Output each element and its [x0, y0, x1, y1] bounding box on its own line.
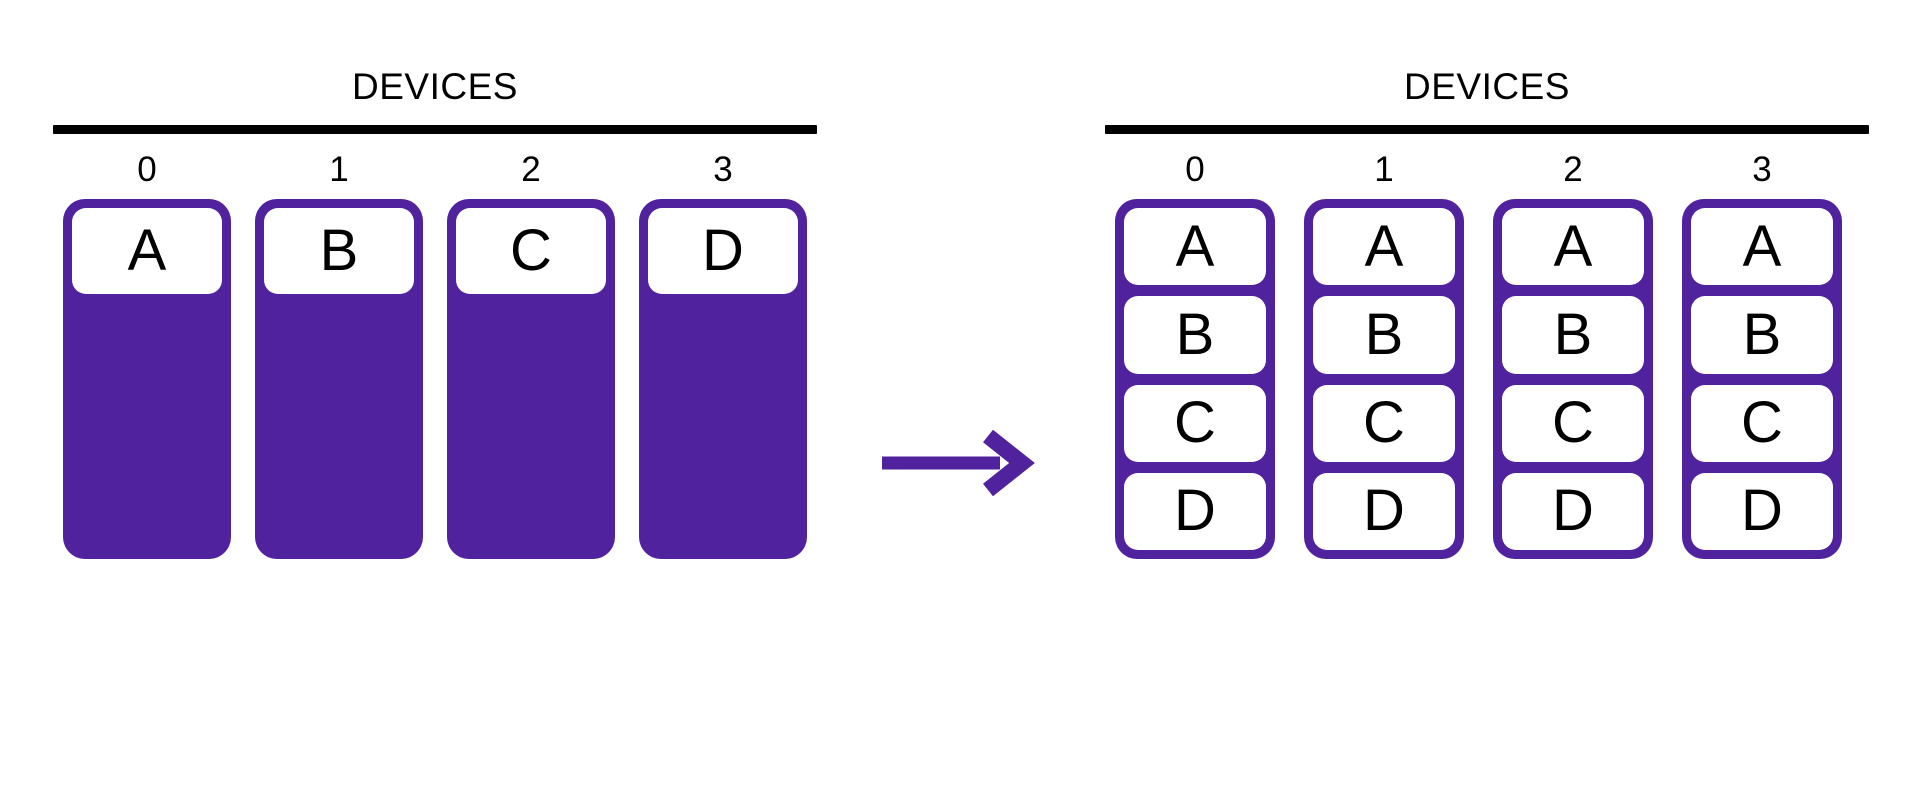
shard-cell[interactable]: B	[1502, 296, 1644, 374]
left-panel-title: DEVICES	[352, 66, 518, 107]
shard-cell[interactable]: B	[1313, 296, 1455, 374]
device-column-2[interactable]: A B C D	[1493, 199, 1653, 559]
device-column-1[interactable]: A B C D	[1304, 199, 1464, 559]
device-index-label: 3	[1752, 150, 1772, 189]
shard-cell[interactable]: A	[1124, 208, 1266, 286]
shard-cell[interactable]: B	[264, 208, 414, 294]
left-panel-header-rule	[53, 125, 817, 134]
device-index-label: 1	[329, 150, 349, 189]
shard-cell[interactable]: D	[1691, 472, 1833, 550]
device-column-0[interactable]: A B C D	[1115, 199, 1275, 559]
shard-cell[interactable]: D	[648, 208, 798, 294]
shard-cell[interactable]: B	[1691, 296, 1833, 374]
shard-cell[interactable]: C	[1124, 384, 1266, 462]
shard-cell[interactable]: A	[72, 208, 222, 294]
device-index-label: 3	[713, 150, 733, 189]
device-column-0[interactable]: A	[63, 199, 231, 559]
left-panel-device-columns: A B C D	[63, 199, 807, 559]
shard-cell[interactable]: D	[1502, 472, 1644, 550]
shard-cell[interactable]: D	[1124, 472, 1266, 550]
device-index-label: 1	[1374, 150, 1394, 189]
device-column-2[interactable]: C	[447, 199, 615, 559]
shard-cell[interactable]: C	[1502, 384, 1644, 462]
shard-cell[interactable]: D	[1313, 472, 1455, 550]
right-panel-device-columns: A B C D A B C D A B C D A B C D	[1115, 199, 1859, 559]
device-column-3[interactable]: D	[639, 199, 807, 559]
right-panel: DEVICES 0 1 2 3 A B C D A B C D A B	[1105, 0, 1869, 798]
device-column-3[interactable]: A B C D	[1682, 199, 1842, 559]
device-index-label: 0	[1185, 150, 1205, 189]
device-index-label: 2	[521, 150, 541, 189]
shard-cell[interactable]: C	[456, 208, 606, 294]
right-panel-title: DEVICES	[1404, 66, 1570, 107]
left-panel: DEVICES 0 1 2 3 A B C D	[53, 0, 817, 798]
device-index-label: 0	[137, 150, 157, 189]
left-panel-index-row: 0 1 2 3	[63, 152, 807, 187]
shard-cell[interactable]: A	[1313, 208, 1455, 286]
shard-cell[interactable]: C	[1313, 384, 1455, 462]
shard-cell[interactable]: A	[1691, 208, 1833, 286]
right-arrow-icon	[882, 430, 1035, 496]
right-panel-header-rule	[1105, 125, 1869, 134]
device-column-1[interactable]: B	[255, 199, 423, 559]
right-panel-index-row: 0 1 2 3	[1115, 152, 1859, 187]
shard-cell[interactable]: B	[1124, 296, 1266, 374]
device-index-label: 2	[1563, 150, 1583, 189]
shard-cell[interactable]: C	[1691, 384, 1833, 462]
shard-cell[interactable]: A	[1502, 208, 1644, 286]
